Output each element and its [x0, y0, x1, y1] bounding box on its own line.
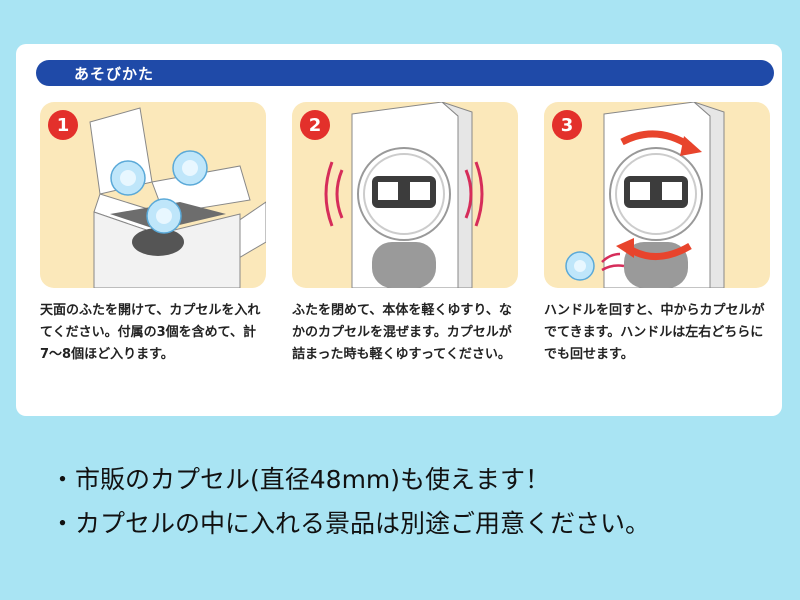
note-item: ・市販のカプセル(直径48mm)も使えます！: [50, 465, 551, 494]
open-box-with-capsules-icon: [89, 107, 266, 288]
step-1-number: 1: [48, 110, 78, 140]
step-3-number: 3: [552, 110, 582, 140]
step-1-description: 天面のふたを開けて、カプセルを入れてください。付属の3個を含めて、計7〜8個ほど…: [40, 303, 261, 362]
notes-list: ・市販のカプセル(直径48mm)も使えます！ ・カプセルの中に入れる景品は別途ご…: [50, 458, 770, 546]
capsule-machine-dispense-icon: [565, 102, 725, 288]
note-item: ・カプセルの中に入れる景品は別途ご用意ください。: [50, 509, 651, 538]
step-3-illustration: 3: [544, 102, 770, 288]
step-1-illustration: 1: [40, 102, 266, 288]
step-2-illustration: 2: [292, 102, 518, 288]
section-title: あそびかた: [74, 65, 155, 83]
step-3-description: ハンドルを回すと、中からカプセルがでてきます。ハンドルは左右どちらにでも回せます…: [544, 303, 765, 362]
step-2-number: 2: [300, 110, 330, 140]
instruction-card: あそびかた 1: [16, 44, 782, 416]
capsule-machine-shake-icon: [324, 102, 484, 288]
section-banner: あそびかた: [36, 60, 774, 86]
step-2-description: ふたを閉めて、本体を軽くゆすり、なかのカプセルを混ぜます。カプセルが詰まった時も…: [292, 303, 512, 362]
